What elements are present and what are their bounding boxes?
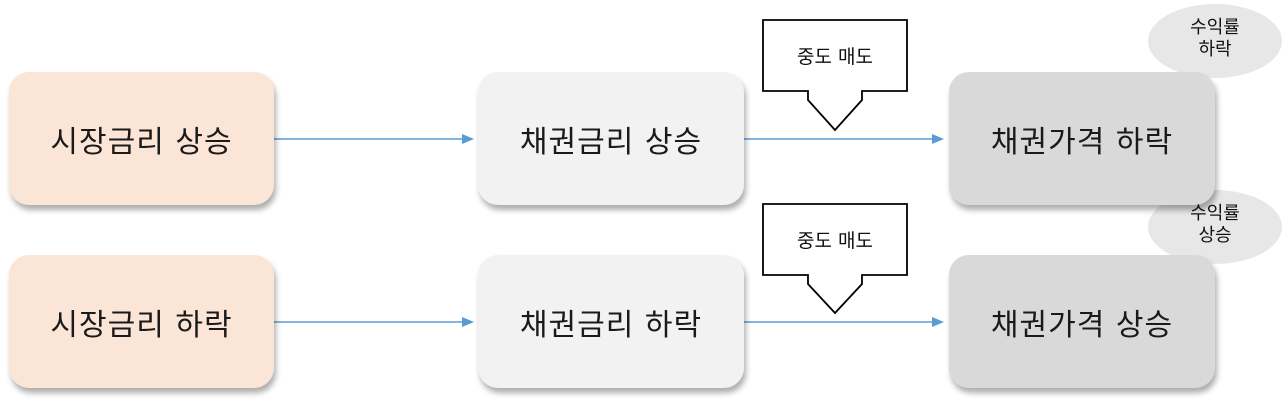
bubble-2-line-2: 상승 [1198,225,1232,246]
bond-rate-box-2: 채권금리 하락 [478,255,744,388]
bubble-1-line-1: 수익률 [1190,17,1240,38]
bubble-text-2: 수익률 상승 [1175,203,1255,247]
callout-down-arrow-1 [762,19,908,132]
callout-label-1: 중도 매도 [797,46,873,68]
market-rate-label-2: 시장금리 하락 [50,307,233,343]
callout-label-2: 중도 매도 [797,230,873,252]
callout-down-arrow-2 [762,203,908,315]
bond-rate-label-1: 채권금리 상승 [519,124,703,160]
bond-rate-box-1: 채권금리 상승 [478,72,744,205]
market-rate-box-2: 시장금리 하락 [9,255,274,388]
bond-price-label-1: 채권가격 하락 [990,124,1174,160]
bubble-2-line-1: 수익률 [1190,203,1240,224]
bond-price-label-2: 채권가격 상승 [990,307,1174,343]
bond-price-box-1: 채권가격 하락 [949,72,1215,205]
market-rate-box-1: 시장금리 상승 [9,72,274,205]
bond-rate-label-2: 채권금리 하락 [519,307,703,343]
market-rate-label-1: 시장금리 상승 [50,124,233,160]
bubble-1-line-2: 하락 [1198,39,1232,60]
bubble-text-1: 수익률 하락 [1175,17,1255,61]
bond-price-box-2: 채권가격 상승 [949,255,1215,388]
